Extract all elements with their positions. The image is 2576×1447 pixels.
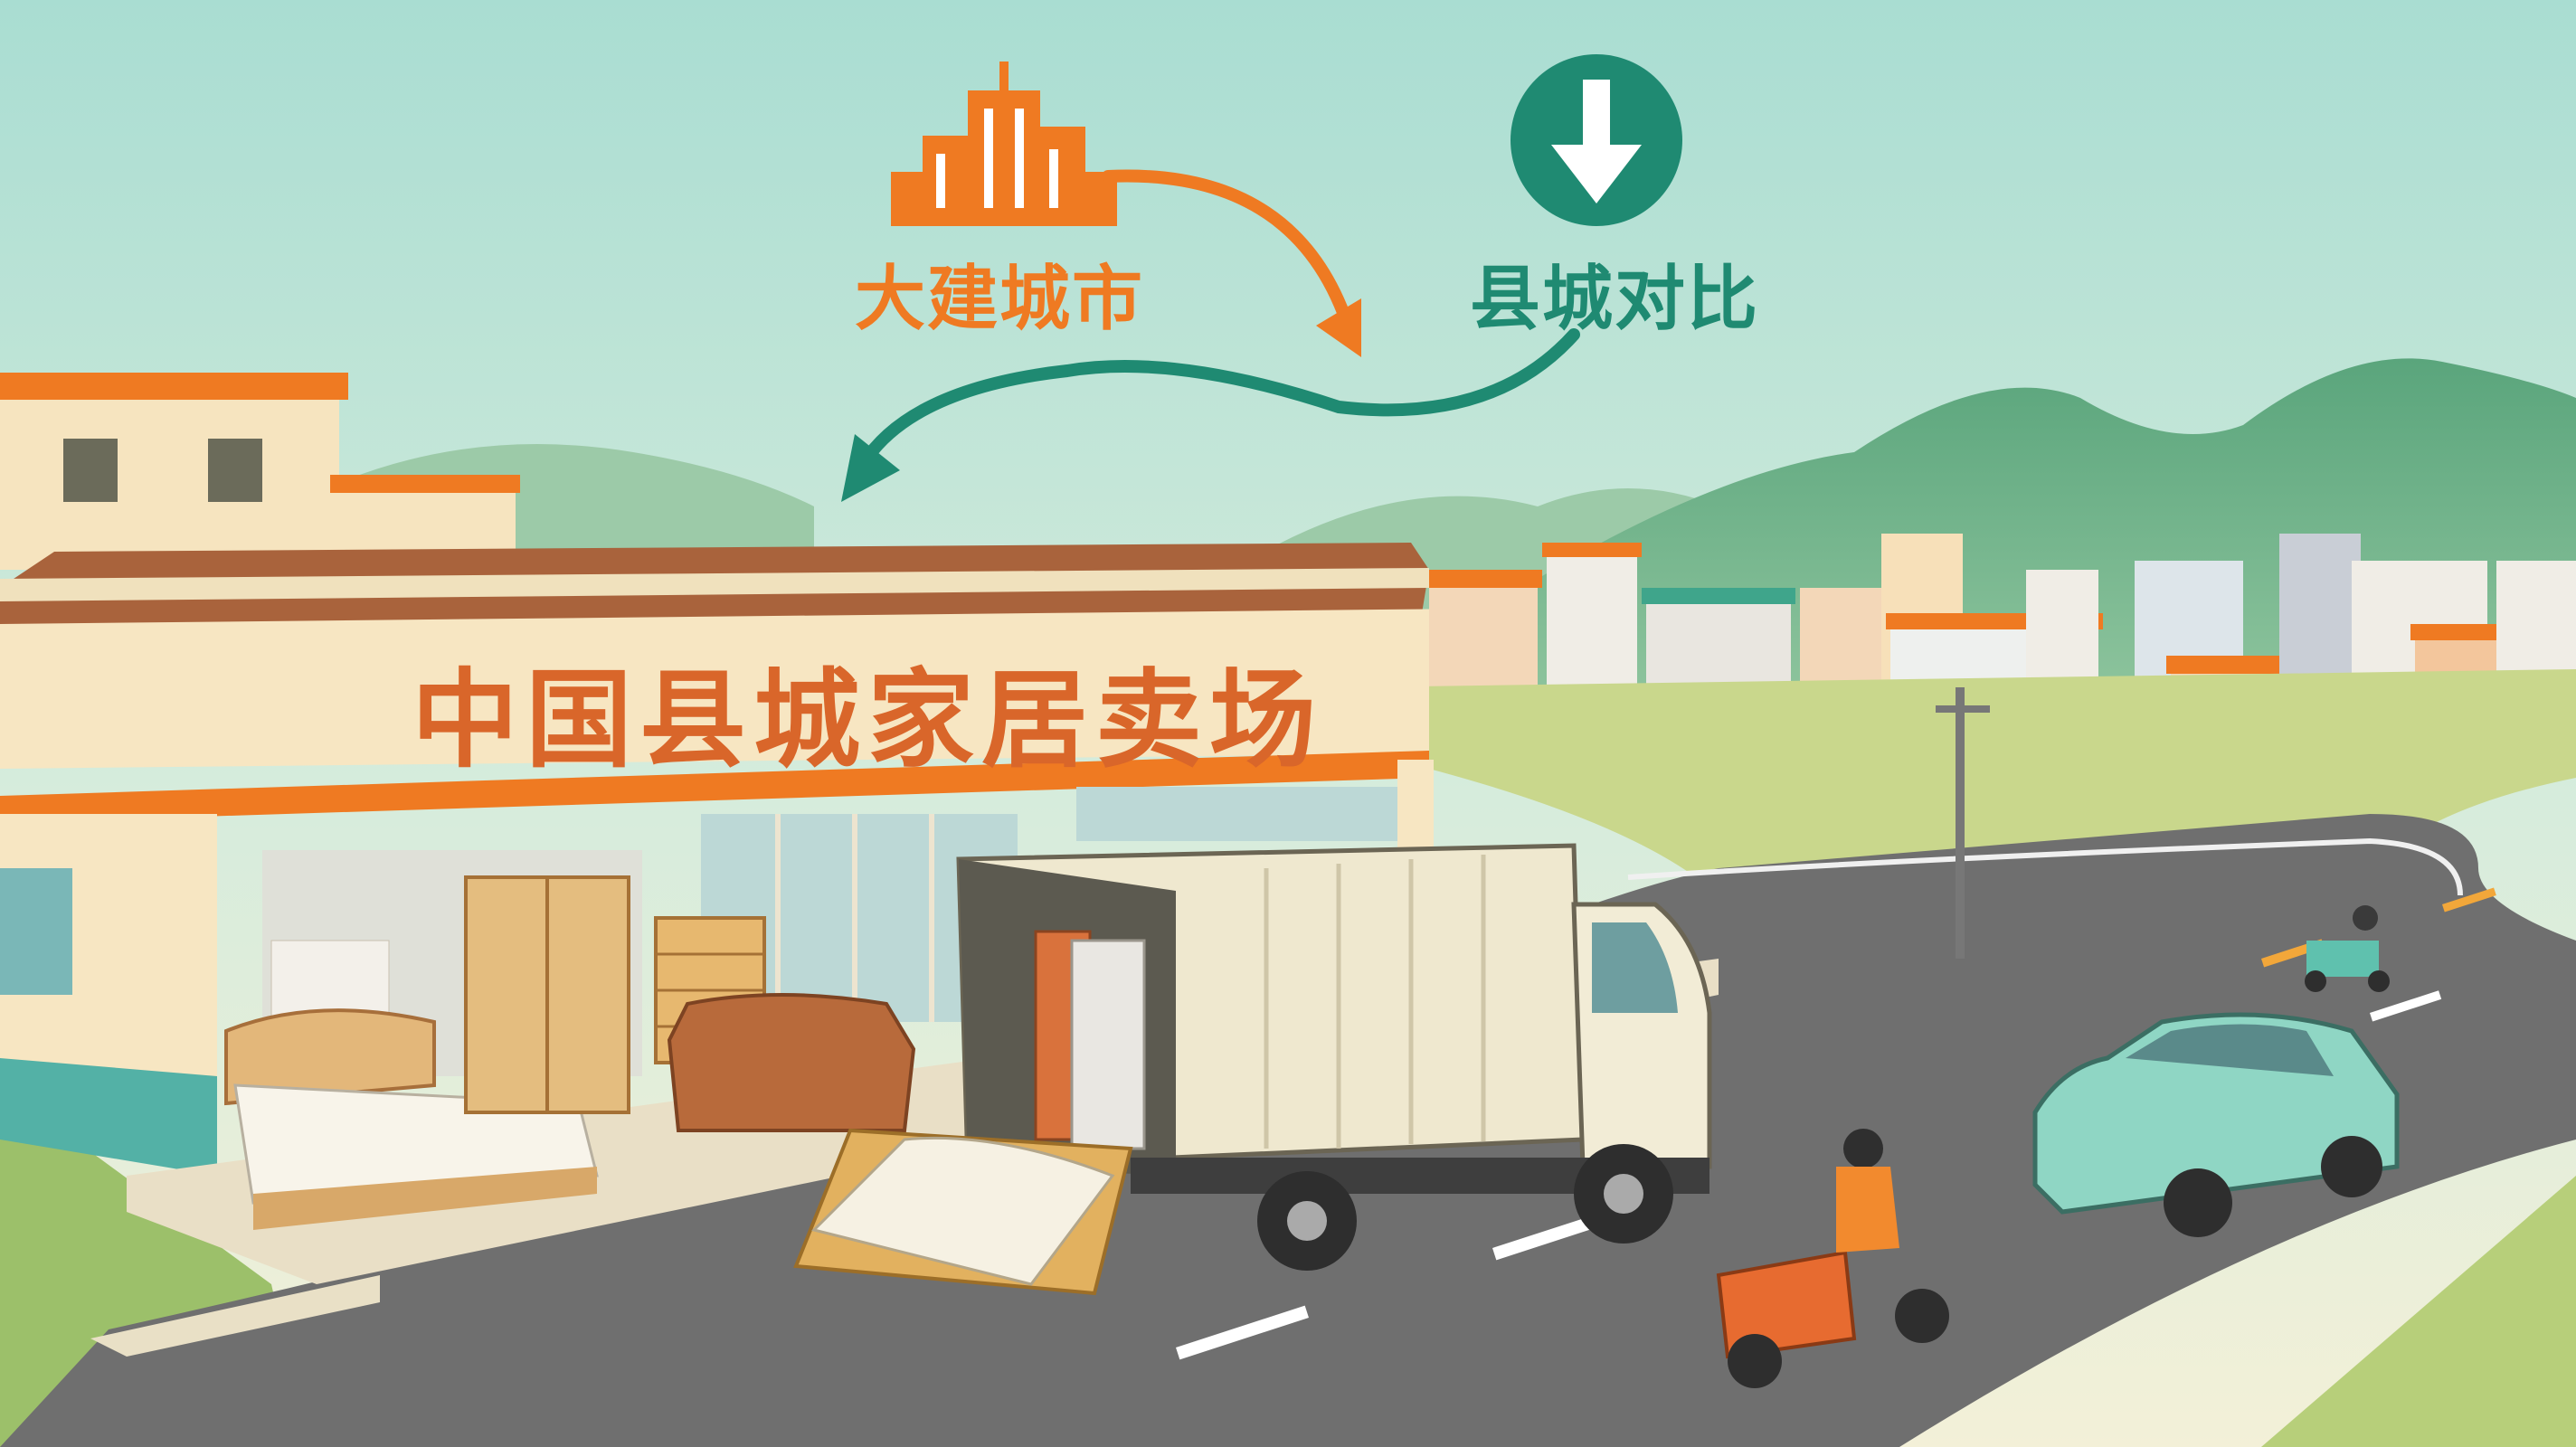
county-compare-label: 县城对比 [1470,259,1760,340]
tricycle [1716,1129,1949,1388]
arrow-teal-head [841,434,900,502]
grass-right [2261,1176,2576,1447]
arrow-orange-head [1316,298,1361,357]
big-city-label: 大建城市 [855,259,1145,340]
furniture-display [224,875,916,1230]
down-arrow-circle-icon [1511,54,1682,226]
back-building [0,373,520,570]
arrow-orange [1102,169,1359,345]
car [2032,1012,2400,1237]
city-buildings-icon [891,61,1117,226]
scooter [2305,905,2390,992]
utility-pole [1936,687,1990,959]
store-sign-text: 中国县城家居卖场 [412,657,1324,782]
arrow-teal [853,328,1580,477]
delivery-truck [793,843,1712,1296]
